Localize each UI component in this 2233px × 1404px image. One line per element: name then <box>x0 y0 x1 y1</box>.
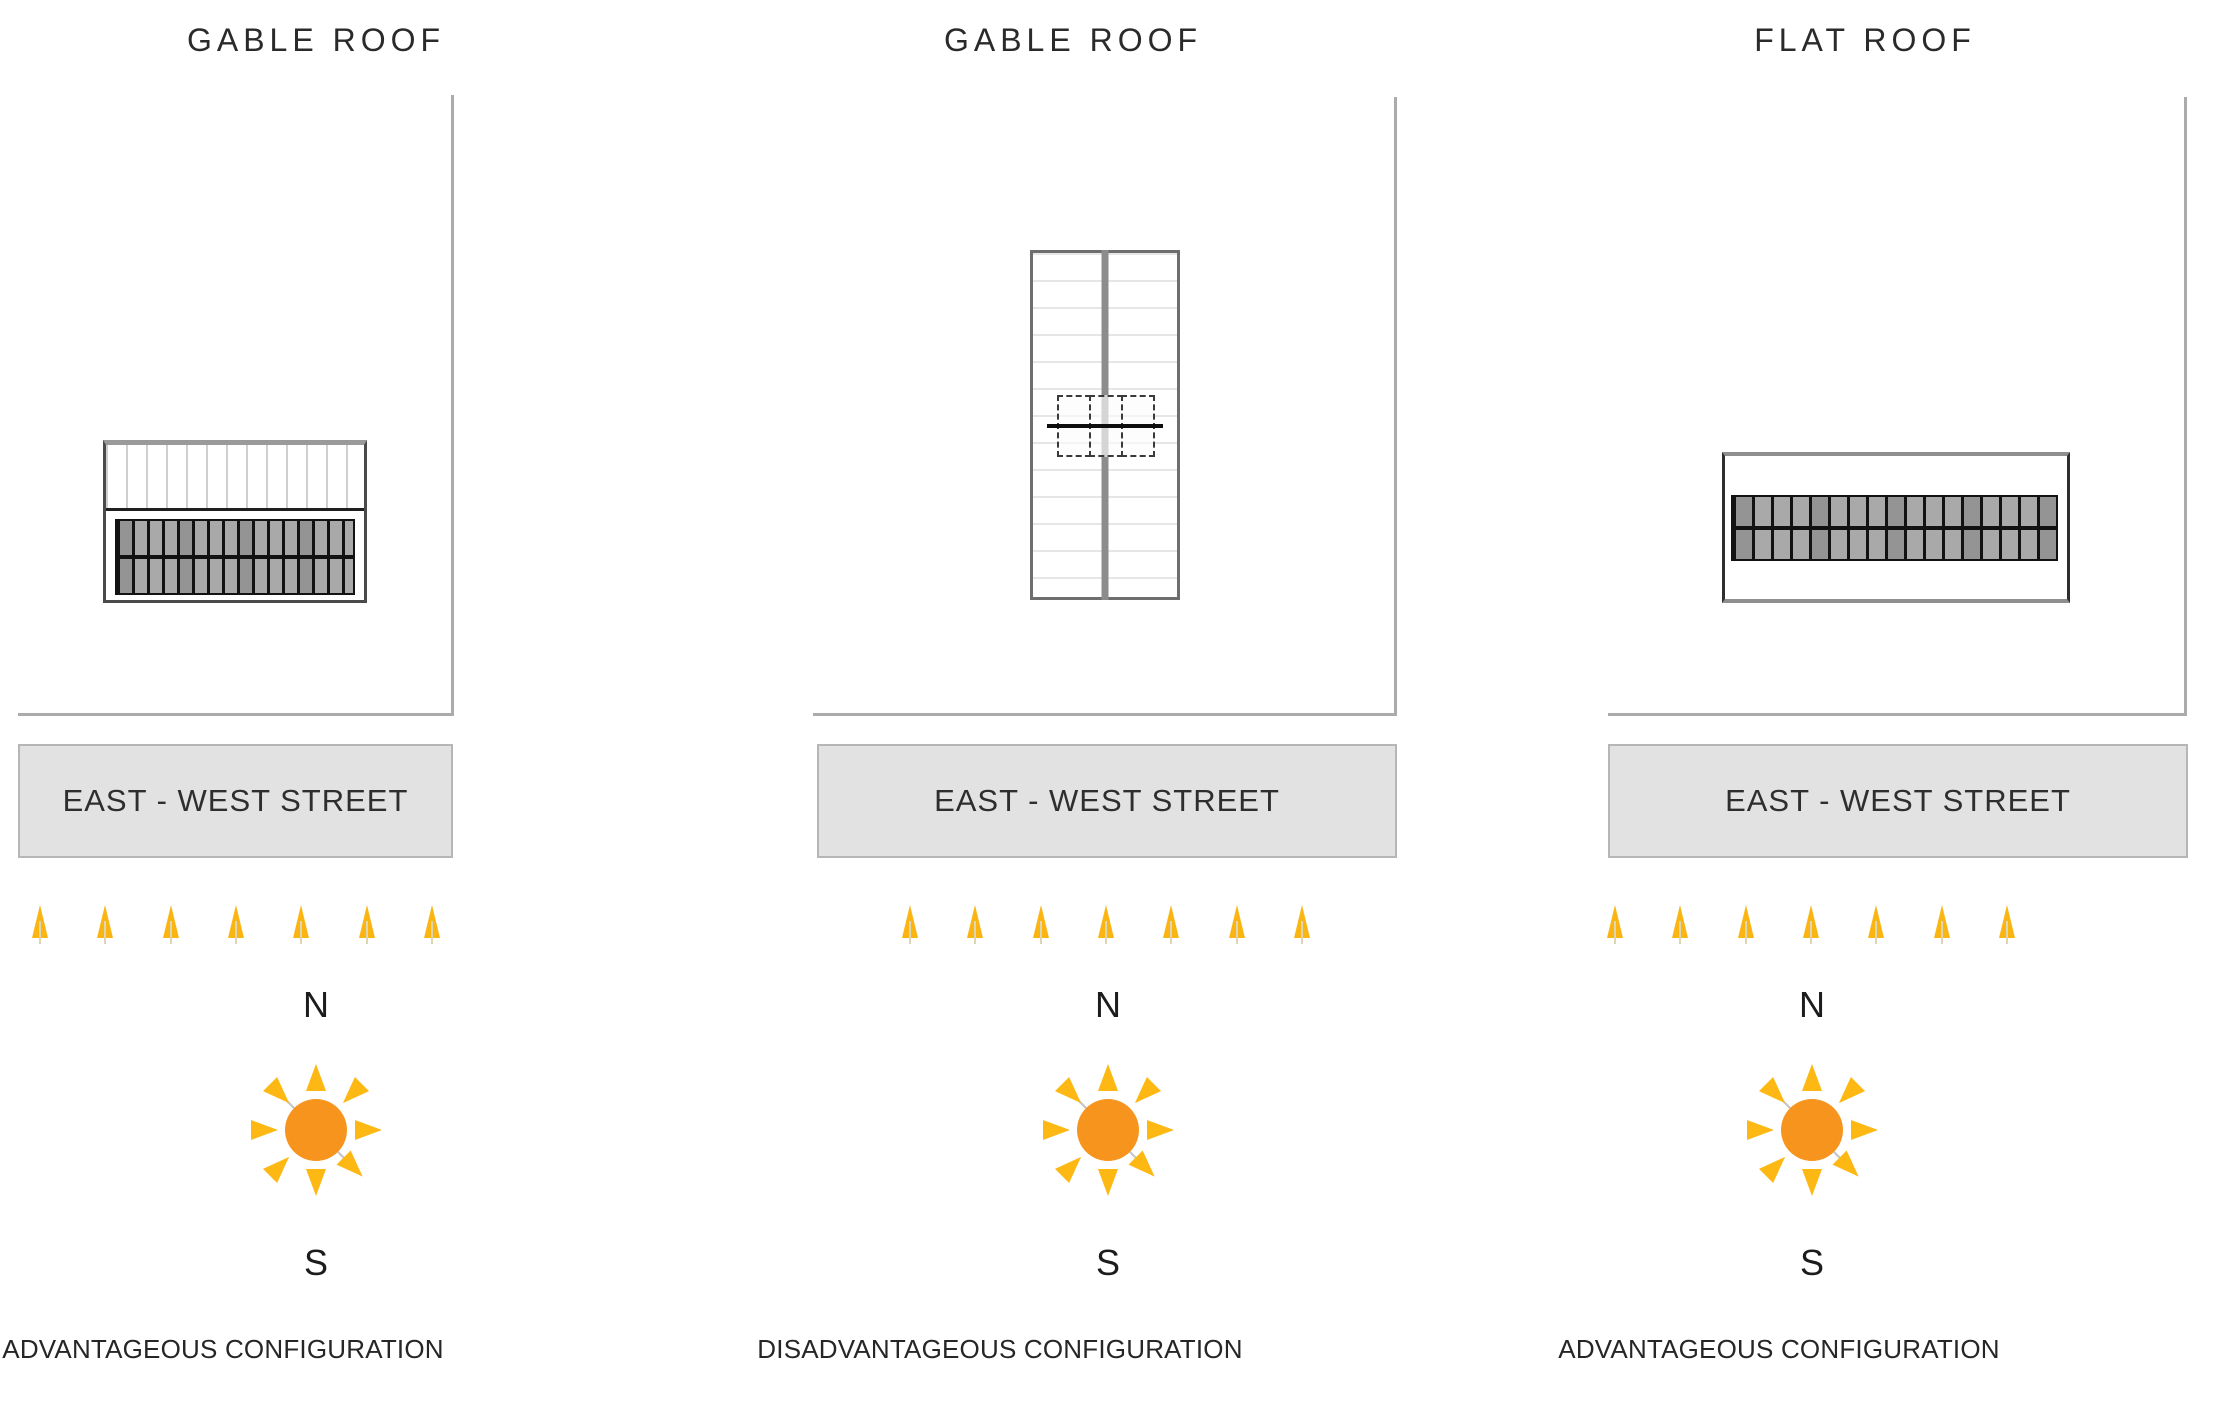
street-bar: EAST - WEST STREET <box>1608 744 2188 858</box>
lot-boundary-bottom-line <box>813 713 1397 716</box>
street-bar: EAST - WEST STREET <box>18 744 453 858</box>
street-label: EAST - WEST STREET <box>934 783 1280 818</box>
sunlight-arrow-icon <box>293 888 310 948</box>
solar-panel-array <box>1047 395 1163 457</box>
sun-compass: N S <box>216 984 416 1284</box>
panel-caption: ADVANTAGEOUS CONFIGURATION <box>1558 1334 2000 1364</box>
south-label: S <box>303 1242 328 1283</box>
sunlight-arrow-icon <box>358 888 375 948</box>
solar-panel-array <box>1731 495 2058 561</box>
sunlight-arrow-icon <box>1672 888 1689 948</box>
sunlight-arrow-icon <box>967 888 984 948</box>
solar-panel-array <box>115 519 355 595</box>
sunlight-arrow-icon <box>1293 888 1310 948</box>
sunlight-arrow-icon <box>1802 888 1819 948</box>
sun-icon <box>1747 1064 1878 1196</box>
north-label: N <box>1799 984 1825 1025</box>
building-plan-gable-ridge-parallel <box>103 440 367 603</box>
sunlight-arrow-icon <box>97 888 114 948</box>
sunlight-arrows-row <box>32 888 440 948</box>
south-label: S <box>1799 1242 1824 1283</box>
street-label: EAST - WEST STREET <box>62 783 409 818</box>
lot-boundary-bottom-line <box>1608 713 2187 716</box>
sunlight-arrow-icon <box>902 888 918 948</box>
lot-boundary-right-line <box>2184 97 2187 715</box>
sunlight-arrow-icon <box>1868 888 1885 948</box>
north-label: N <box>1095 984 1121 1025</box>
north-label: N <box>303 984 329 1025</box>
roof-north-slope <box>106 445 364 511</box>
sun-compass: N S <box>1712 984 1912 1284</box>
sun-icon <box>1043 1064 1174 1196</box>
lot-boundary-right-line <box>1394 97 1397 715</box>
sunlight-arrow-icon <box>1607 888 1623 948</box>
sunlight-arrow-icon <box>1998 888 2015 948</box>
panel-caption: ADVANTAGEOUS CONFIGURATION <box>2 1334 444 1364</box>
sunlight-arrow-icon <box>1163 888 1180 948</box>
sunlight-arrows-row <box>902 888 1310 948</box>
building-plan-gable-ridge-perpendicular <box>1030 250 1180 600</box>
sunlight-arrow-icon <box>162 888 179 948</box>
sunlight-arrow-icon <box>1933 888 1950 948</box>
sunlight-arrow-icon <box>1097 888 1114 948</box>
street-label: EAST - WEST STREET <box>1725 783 2071 818</box>
sunlight-arrows-row <box>1607 888 2015 948</box>
sun-compass: N S <box>1008 984 1208 1284</box>
panel-title: GABLE ROOF <box>186 22 446 58</box>
sunlight-arrow-icon <box>32 888 48 948</box>
panel-caption: DISADVANTAGEOUS CONFIGURATION <box>757 1334 1243 1364</box>
panel-rail-line <box>1047 424 1163 428</box>
sunlight-arrow-icon <box>1032 888 1049 948</box>
street-bar: EAST - WEST STREET <box>817 744 1397 858</box>
sunlight-arrow-icon <box>1737 888 1754 948</box>
sunlight-arrow-icon <box>1228 888 1245 948</box>
sunlight-arrow-icon <box>423 888 440 948</box>
sun-icon <box>251 1064 382 1196</box>
sunlight-arrow-icon <box>227 888 244 948</box>
lot-boundary-right-line <box>451 95 454 715</box>
south-label: S <box>1095 1242 1120 1283</box>
panel-title: FLAT ROOF <box>1754 22 1976 58</box>
building-plan-flat-roof <box>1722 452 2070 603</box>
panel-title: GABLE ROOF <box>943 22 1203 58</box>
lot-boundary-bottom-line <box>18 713 454 716</box>
